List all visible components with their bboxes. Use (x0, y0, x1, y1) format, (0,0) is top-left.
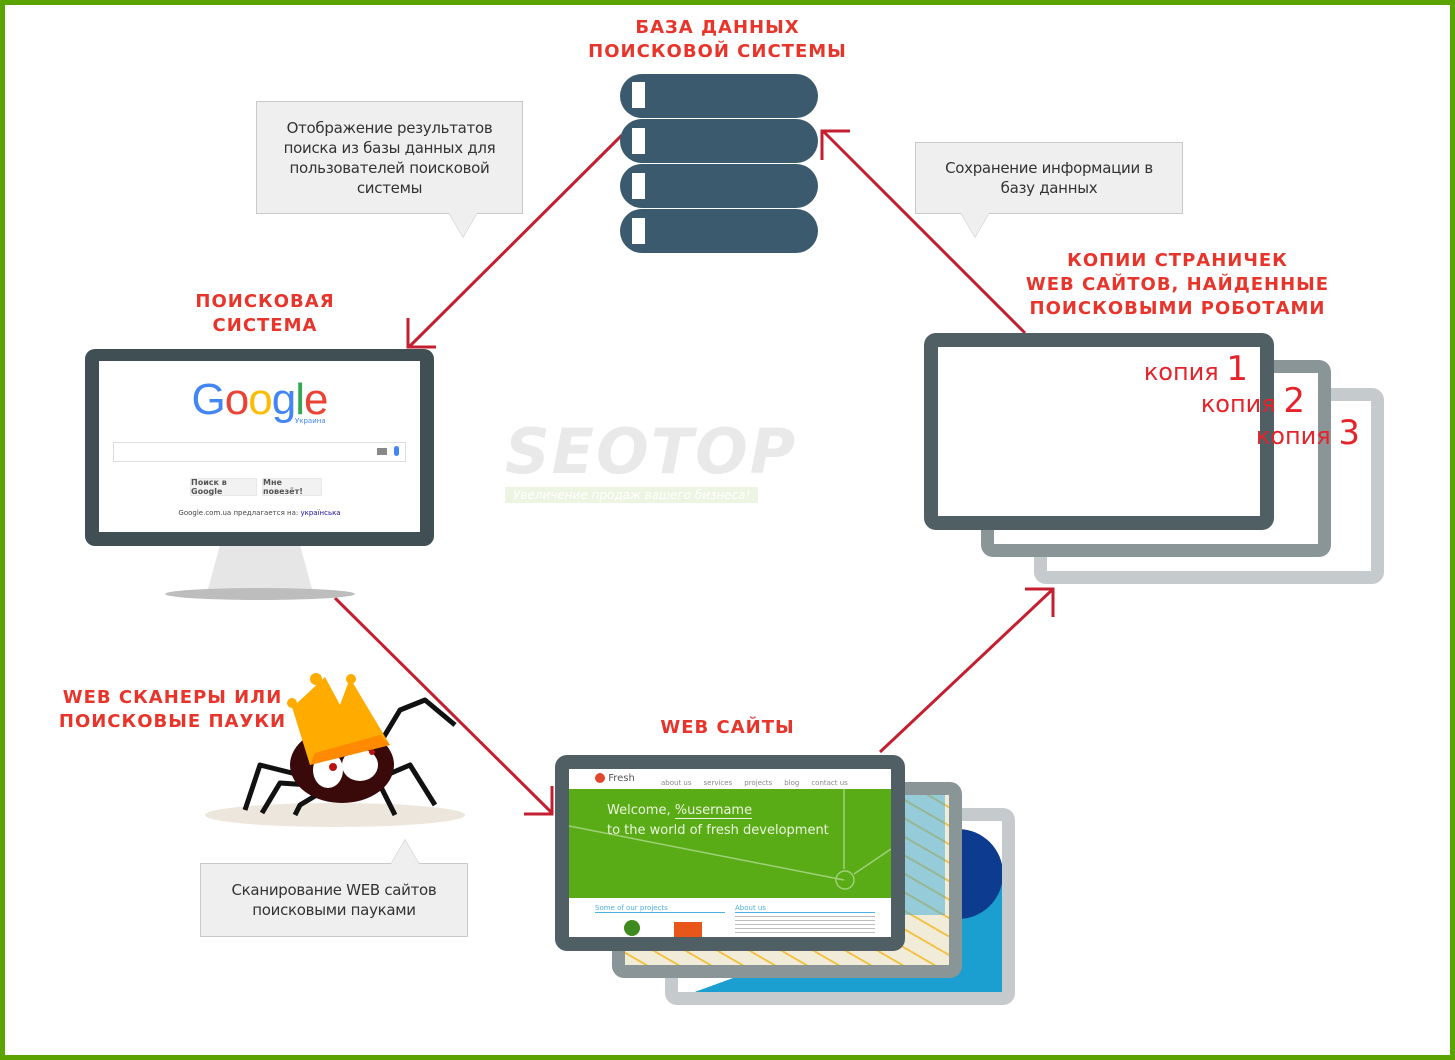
search-engine-monitor: Google Украина Поиск в Google Мне повезё… (85, 349, 434, 546)
database-label-line1: БАЗА ДАННЫХ (635, 17, 800, 38)
arrow-search-to-sites (333, 596, 554, 815)
google-lucky-button[interactable]: Мне повезёт! (262, 478, 322, 496)
microphone-icon[interactable] (394, 446, 399, 456)
copies-label-line2: WEB САЙТОВ, НАЙДЕННЫЕ (1025, 274, 1330, 295)
crawlers-label-line2: ПОИСКОВЫЕ ПАУКИ (58, 711, 287, 732)
copy-word: копия (1143, 358, 1219, 386)
search-engine-label-line2: СИСТЕМА (212, 315, 318, 336)
website-nav-about[interactable]: about us (661, 779, 692, 787)
arrow-copies-to-db (822, 130, 1027, 335)
watermark-logo: SEOTOP (505, 415, 798, 488)
callout-display-results-text: Отображение результатов поиска из базы д… (283, 118, 496, 197)
monitor-stand (165, 545, 355, 600)
watermark-tagline: Увеличение продаж вашего бизнеса! (505, 487, 759, 503)
hero-welcome: Welcome, (607, 803, 671, 818)
copy-label-1: копия 1 (1143, 352, 1248, 386)
arrowhead-search (406, 318, 436, 349)
google-language-link[interactable]: українська (300, 509, 341, 517)
website-nav: about us services projects blog contact us (661, 775, 848, 788)
copy-label-3: копия 3 (1255, 416, 1360, 450)
websites-label: WEB САЙТЫ (660, 717, 795, 738)
crawlers-label-line1: WEB СКАНЕРЫ ИЛИ (62, 687, 283, 708)
hero-username: %username (674, 803, 753, 819)
callout-scanning: Сканирование WEB сайтов поисковыми паука… (200, 863, 468, 937)
database-label-line2: ПОИСКОВОЙ СИСТЕМЫ (588, 41, 847, 62)
google-search-button[interactable]: Поиск в Google (190, 478, 257, 496)
arrowhead-copies (1025, 587, 1055, 617)
copy-label-2: копия 2 (1200, 384, 1305, 418)
website-nav-services[interactable]: services (703, 779, 733, 787)
about-heading: About us (735, 904, 875, 913)
spider-crawler-icon (205, 673, 465, 827)
website-hero: Welcome, %username to the world of fresh… (569, 789, 891, 898)
callout-save-info-text: Сохранение информации в базу данных (945, 159, 1153, 197)
callout-tail (391, 840, 419, 864)
database-label: БАЗА ДАННЫХ ПОИСКОВОЙ СИСТЕМЫ (560, 16, 875, 64)
arrowhead-sites (524, 786, 554, 816)
google-screen: Google Украина Поиск в Google Мне повезё… (99, 361, 420, 532)
hero-tagline: to the world of fresh development (607, 823, 829, 838)
copy-word: копия (1255, 422, 1331, 450)
website-nav-blog[interactable]: blog (784, 779, 800, 787)
projects-heading: Some of our projects (595, 904, 725, 913)
arrow-sites-to-copies (878, 588, 1054, 754)
google-region: Украина (295, 417, 326, 425)
website-nav-projects[interactable]: projects (744, 779, 773, 787)
website-nav-contact[interactable]: contact us (811, 779, 848, 787)
google-logo: Google (191, 375, 329, 424)
google-offered-in: Google.com.ua предлагается на: (178, 509, 299, 517)
about-text (735, 916, 875, 936)
search-engine-label-line1: ПОИСКОВАЯ (195, 291, 335, 312)
seotop-watermark: SEOTOP Увеличение продаж вашего бизнеса! (505, 420, 875, 510)
copies-label-line3: ПОИСКОВЫМИ РОБОТАМИ (1029, 298, 1326, 319)
copy-number: 3 (1338, 413, 1360, 453)
crawlers-label: WEB СКАНЕРЫ ИЛИ ПОИСКОВЫЕ ПАУКИ (50, 686, 295, 734)
project-thumb (624, 920, 640, 936)
website-brand: Fresh (595, 773, 635, 785)
keyboard-icon[interactable] (377, 448, 387, 455)
callout-tail (449, 213, 477, 237)
callout-display-results: Отображение результатов поиска из базы д… (256, 101, 523, 214)
arrowhead-db (820, 129, 850, 160)
search-engine-label: ПОИСКОВАЯ СИСТЕМА (165, 290, 365, 338)
callout-save-info: Сохранение информации в базу данных (915, 142, 1183, 214)
database-icon (620, 74, 818, 253)
project-thumb (674, 922, 702, 937)
callout-tail (961, 213, 989, 237)
copy-number: 1 (1226, 349, 1248, 389)
copy-frame-1 (924, 333, 1274, 530)
google-language-offer: Google.com.ua предлагается на: українськ… (99, 509, 420, 517)
website-frame-1: Welcome, %username to the world of fresh… (555, 755, 905, 951)
copies-label-line1: КОПИИ СТРАНИЧЕК (1067, 250, 1288, 271)
arrow-db-to-search (408, 133, 624, 348)
website-screenshot: Welcome, %username to the world of fresh… (569, 769, 891, 937)
copy-word: копия (1200, 390, 1276, 418)
copies-label: КОПИИ СТРАНИЧЕК WEB САЙТОВ, НАЙДЕННЫЕ ПО… (1010, 249, 1345, 321)
website-brand-name: Fresh (608, 773, 635, 784)
callout-scanning-text: Сканирование WEB сайтов поисковыми паука… (231, 881, 437, 919)
google-search-input[interactable] (113, 442, 406, 462)
copy-number: 2 (1283, 381, 1305, 421)
website-hero-text: Welcome, %username to the world of fresh… (607, 801, 829, 841)
